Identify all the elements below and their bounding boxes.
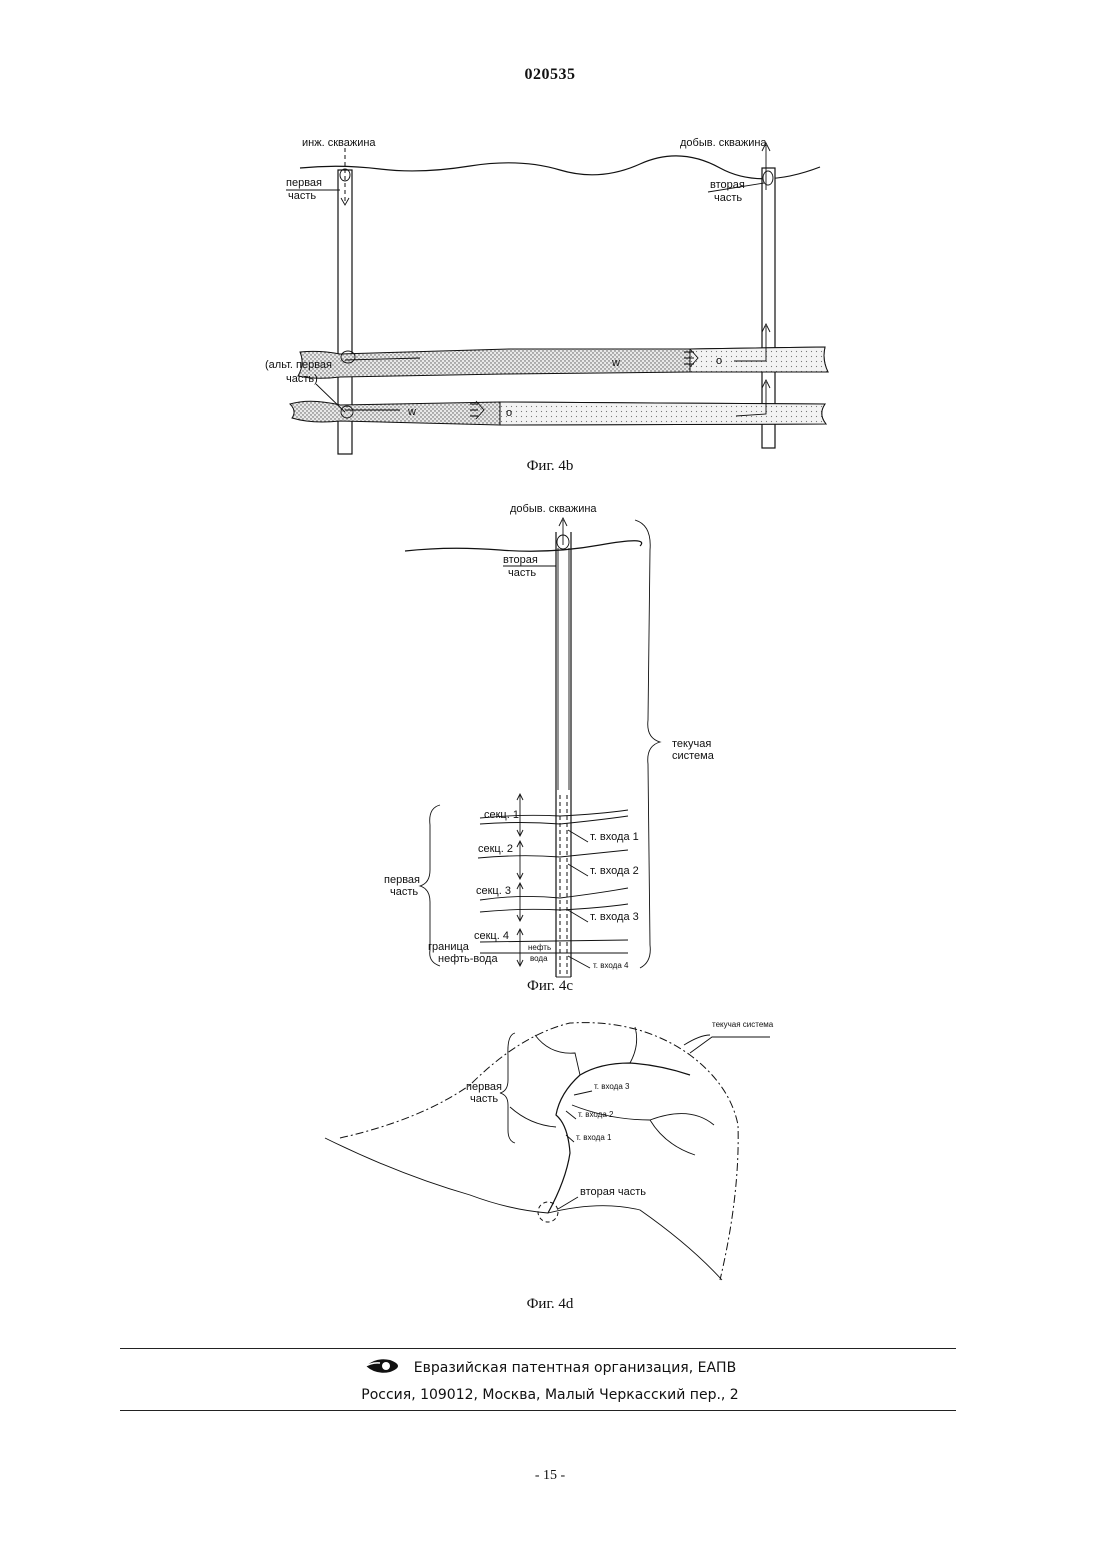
- second-part-label-1: вторая: [503, 554, 538, 566]
- first-part-label-1: первая: [286, 177, 322, 189]
- inlet-2-label: т. входа 2: [590, 865, 639, 877]
- footer-organization: Евразийская патентная организация, ЕАПВ: [0, 1357, 1100, 1379]
- figure-4b-caption: Фиг. 4b: [0, 458, 1100, 475]
- inlet-4-label: т. входа 4: [593, 961, 629, 970]
- figure-4c-caption: Фиг. 4c: [0, 978, 1100, 995]
- footer-top-rule: [120, 1348, 956, 1349]
- footer-organization-text: Евразийская патентная организация, ЕАПВ: [414, 1360, 736, 1376]
- section-1-label: секц. 1: [484, 809, 519, 821]
- first-part-label-2: часть: [288, 190, 316, 202]
- water-label-lower: w: [407, 406, 416, 418]
- inlet-2-label: т. входа 2: [578, 1110, 614, 1119]
- ground-surface-line: [300, 156, 820, 179]
- eapo-logo-icon: [364, 1357, 400, 1379]
- second-part-label: вторая часть: [580, 1186, 646, 1198]
- oil-label-lower: o: [506, 407, 512, 419]
- first-part-label-1: первая: [466, 1081, 502, 1093]
- water-label: вода: [530, 954, 548, 963]
- footer-address: Россия, 109012, Москва, Малый Черкасский…: [0, 1387, 1100, 1403]
- oil-label: нефть: [528, 943, 551, 952]
- production-well-label: добыв. скважина: [510, 503, 597, 515]
- page-number: - 15 -: [0, 1468, 1100, 1484]
- figure-4c: добыв. скважина вторая часть текучая сис…: [0, 490, 1100, 990]
- figure-4d: текучая система первая часть т. входа 3 …: [0, 1005, 1100, 1295]
- footer-bottom-rule: [120, 1410, 956, 1411]
- production-well-label: добыв. скважина: [680, 137, 767, 149]
- second-part-label-2: часть: [714, 192, 742, 204]
- alt-first-part-label-1: (альт. первая: [265, 359, 332, 371]
- oil-label-upper: o: [716, 355, 722, 367]
- flow-system-label-1: текучая: [672, 738, 711, 750]
- section-2-label: секц. 2: [478, 843, 513, 855]
- water-label-upper: w: [611, 357, 620, 369]
- flow-system-label: текучая система: [712, 1020, 774, 1029]
- alt-first-part-label-2: часть): [286, 373, 318, 385]
- first-part-label-2: часть: [470, 1093, 498, 1105]
- injection-well-label: инж. скважина: [302, 137, 376, 149]
- flow-system-label-2: система: [672, 750, 715, 762]
- boundary-label-1: граница: [428, 941, 470, 953]
- section-4-label: секц. 4: [474, 930, 509, 942]
- inlet-3-label: т. входа 3: [590, 911, 639, 923]
- figure-4d-caption: Фиг. 4d: [0, 1296, 1100, 1313]
- figure-4b: инж. скважина добыв. скважина первая час…: [0, 0, 1100, 470]
- inlet-1-label: т. входа 1: [590, 831, 639, 843]
- inlet-1-label: т. входа 1: [576, 1133, 612, 1142]
- second-part-label-2: часть: [508, 567, 536, 579]
- first-part-label-2: часть: [390, 886, 418, 898]
- first-part-label-1: первая: [384, 874, 420, 886]
- boundary-label-2: нефть-вода: [438, 953, 498, 965]
- inlet-3-label: т. входа 3: [594, 1082, 630, 1091]
- section-3-label: секц. 3: [476, 885, 511, 897]
